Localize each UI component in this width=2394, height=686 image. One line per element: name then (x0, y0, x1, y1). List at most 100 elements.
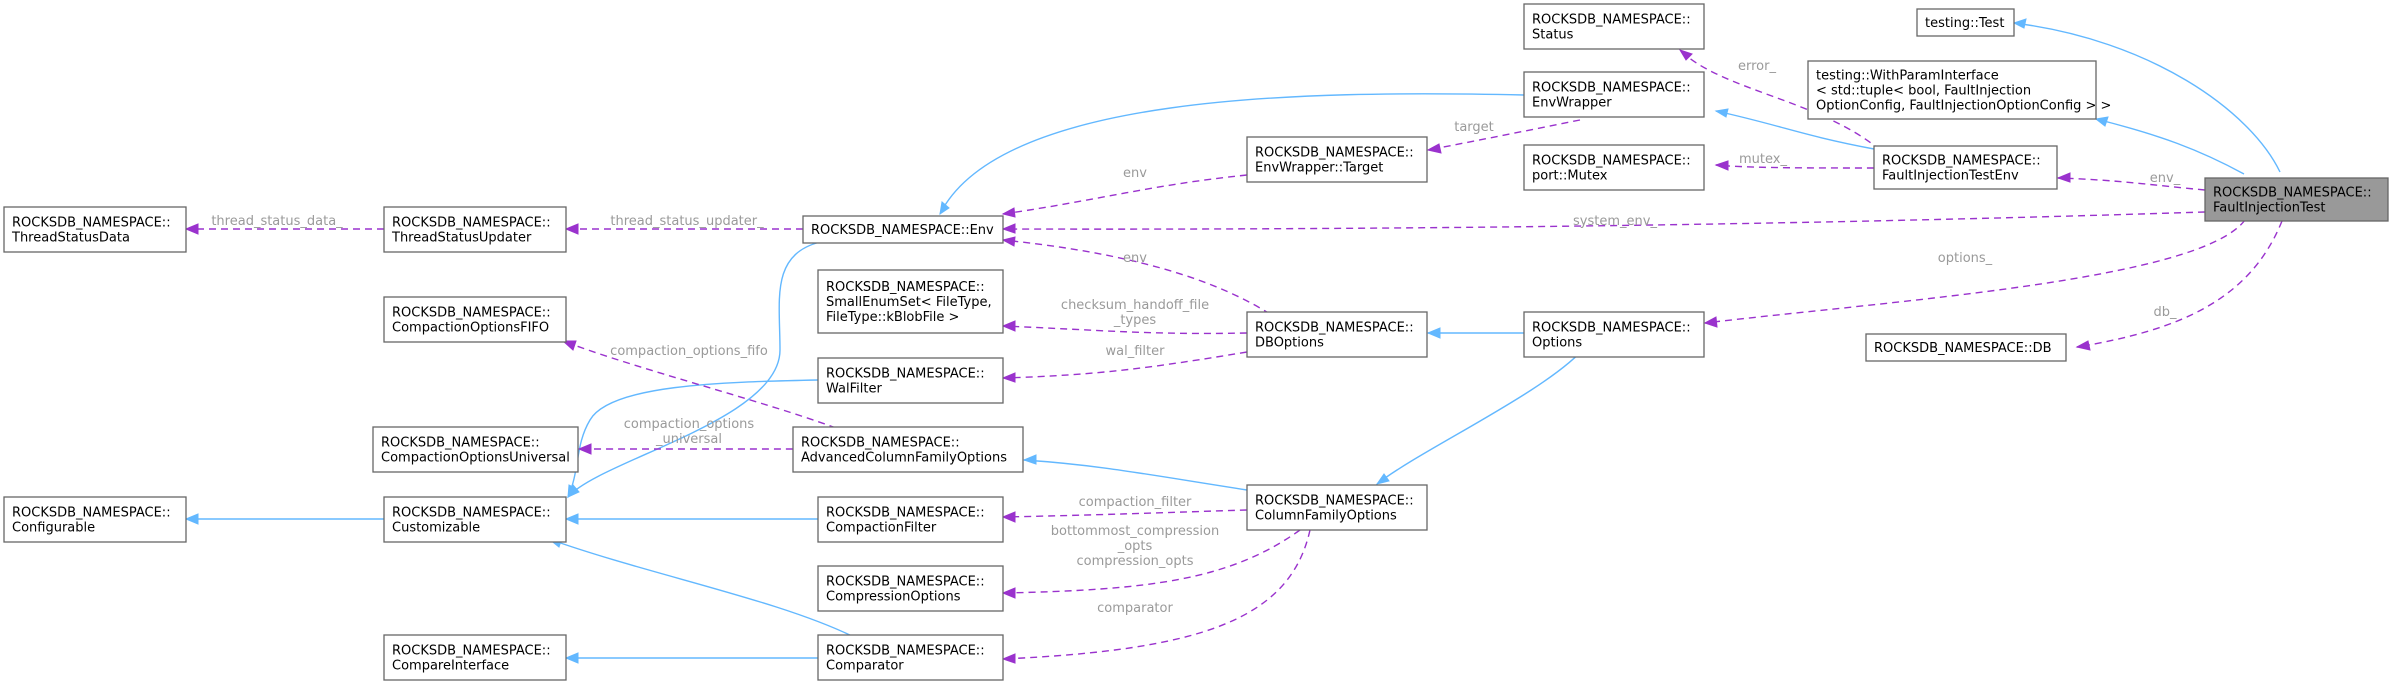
class-name-line: EnvWrapper (1532, 96, 1612, 111)
class-name-line: Configurable (12, 521, 95, 536)
inheritance-edge-cfo-acfo (1022, 454, 1248, 491)
class-name-line: FaultInjectionTestEnv (1882, 169, 2019, 184)
class-node-envwrapper[interactable]: ROCKSDB_NAMESPACE::EnvWrapper (1523, 71, 1705, 118)
class-node-withparam[interactable]: testing::WithParamInterface< std::tuple<… (1807, 60, 2111, 120)
class-node-compopts[interactable]: ROCKSDB_NAMESPACE::CompressionOptions (817, 565, 1004, 612)
class-name-line: CompactionOptionsFIFO (392, 321, 549, 336)
class-name-line: CompressionOptions (826, 590, 961, 605)
class-name-line: Options (1532, 336, 1582, 351)
edge-label-options: options_ (1938, 251, 1993, 266)
usage-edge-system-env (1001, 211, 2206, 234)
class-node-cfo[interactable]: ROCKSDB_NAMESPACE::ColumnFamilyOptions (1246, 484, 1428, 531)
class-node-box (817, 634, 1004, 681)
class-node-fi-env[interactable]: ROCKSDB_NAMESPACE::FaultInjectionTestEnv (1873, 145, 2058, 190)
edge-label-env-top: env (1123, 166, 1147, 181)
class-node-status[interactable]: ROCKSDB_NAMESPACE::Status (1523, 3, 1705, 50)
edge-label-comparator: comparator (1097, 601, 1173, 616)
usage-edge-wal-filter (1001, 351, 1248, 383)
class-name-line: ROCKSDB_NAMESPACE:: (826, 506, 985, 521)
class-name-line: ROCKSDB_NAMESPACE:: (826, 280, 985, 295)
inheritance-edge-customizable-compfilter (564, 513, 818, 525)
class-node-couniversal[interactable]: ROCKSDB_NAMESPACE::CompactionOptionsUniv… (372, 426, 579, 473)
usage-edge-bottommost (1001, 529, 1301, 599)
class-name-line: ROCKSDB_NAMESPACE:: (392, 506, 551, 521)
class-node-db[interactable]: ROCKSDB_NAMESPACE::DB (1865, 333, 2067, 362)
class-name-line: SmallEnumSet< FileType, (826, 295, 992, 310)
class-node-tsu[interactable]: ROCKSDB_NAMESPACE::ThreadStatusUpdater (383, 206, 567, 253)
inheritance-edge-envwrapper (1714, 108, 1875, 150)
class-node-smallenum[interactable]: ROCKSDB_NAMESPACE::SmallEnumSet< FileTyp… (817, 269, 1004, 334)
class-node-box (383, 496, 567, 543)
class-node-env[interactable]: ROCKSDB_NAMESPACE::Env (802, 215, 1004, 244)
usage-edge-thread-status-data (184, 223, 384, 235)
class-node-testing-test[interactable]: testing::Test (1916, 8, 2015, 37)
class-name-line: ROCKSDB_NAMESPACE:: (12, 506, 171, 521)
edge-label-cofifo: compaction_options_fifo (610, 344, 768, 359)
usage-edge-couniversal (577, 443, 793, 455)
usage-edge-env-top (1001, 174, 1248, 218)
edge-label-thread-status-updater: thread_status_updater_ (610, 214, 764, 229)
class-name-line: CompareInterface (392, 659, 509, 674)
inheritance-edge-options-dboptions (1426, 327, 1524, 339)
class-node-acfo[interactable]: ROCKSDB_NAMESPACE::AdvancedColumnFamilyO… (792, 426, 1024, 473)
class-node-tsd[interactable]: ROCKSDB_NAMESPACE::ThreadStatusData (3, 206, 187, 253)
class-node-mutex[interactable]: ROCKSDB_NAMESPACE::port::Mutex (1523, 144, 1705, 191)
class-name-line: ROCKSDB_NAMESPACE:: (1882, 154, 2041, 169)
class-node-box (1865, 333, 2067, 362)
usage-edge-cofifo (561, 340, 837, 429)
inheritance-edge-withparam (2094, 116, 2245, 175)
class-name-line: ROCKSDB_NAMESPACE:: (392, 644, 551, 659)
class-node-box (1523, 311, 1705, 358)
class-node-options[interactable]: ROCKSDB_NAMESPACE::Options (1523, 311, 1705, 358)
class-node-box (792, 426, 1024, 473)
class-node-box (802, 215, 1004, 244)
class-node-cofifo[interactable]: ROCKSDB_NAMESPACE::CompactionOptionsFIFO (383, 296, 567, 343)
class-node-box (1246, 484, 1428, 531)
usage-edge-options (1703, 219, 2246, 328)
usage-edge-compaction-filter (1001, 509, 1248, 523)
class-node-box (817, 565, 1004, 612)
edge-label-checksum: checksum_handoff_file (1061, 298, 1209, 313)
class-node-fit[interactable]: ROCKSDB_NAMESPACE::FaultInjectionTest (2204, 177, 2389, 222)
class-node-customizable[interactable]: ROCKSDB_NAMESPACE::Customizable (383, 496, 567, 543)
class-name-line: DBOptions (1255, 336, 1324, 351)
class-node-walfilter[interactable]: ROCKSDB_NAMESPACE::WalFilter (817, 357, 1004, 404)
inheritance-edge-customizable-env (567, 241, 821, 498)
inheritance-edge-cfo-options (1375, 345, 1587, 485)
edge-label-target: target (1454, 120, 1494, 135)
class-node-box (2204, 177, 2389, 222)
class-node-target[interactable]: ROCKSDB_NAMESPACE::EnvWrapper::Target (1246, 136, 1428, 183)
class-node-configurable[interactable]: ROCKSDB_NAMESPACE::Configurable (3, 496, 187, 543)
class-name-line: ROCKSDB_NAMESPACE:: (2213, 186, 2372, 201)
class-node-box (372, 426, 579, 473)
class-node-comparator[interactable]: ROCKSDB_NAMESPACE::Comparator (817, 634, 1004, 681)
usage-edge-checksum (1001, 320, 1248, 335)
class-node-box (1916, 8, 2015, 37)
class-name-line: FileType::kBlobFile > (826, 310, 959, 325)
class-node-box (1523, 3, 1705, 50)
class-node-compareif[interactable]: ROCKSDB_NAMESPACE::CompareInterface (383, 634, 567, 681)
edge-label-wal-filter: wal_filter (1106, 344, 1166, 359)
inheritance-edge-configurable (184, 513, 384, 525)
class-name-line: ROCKSDB_NAMESPACE:: (826, 367, 985, 382)
usage-edge-target (1426, 119, 1581, 154)
class-node-box (817, 269, 1004, 334)
edge-label-thread-status-data: thread_status_data_ (211, 214, 343, 229)
edge-label-checksum: _types (1113, 313, 1157, 328)
class-name-line: ROCKSDB_NAMESPACE:: (1532, 13, 1691, 28)
usage-edge-env-dbopts (1001, 236, 1271, 315)
edge-label-bottommost: compression_opts (1077, 554, 1194, 569)
inheritance-edge-testing-test (2012, 18, 2281, 173)
class-name-line: testing::Test (1925, 16, 2004, 31)
class-node-box (383, 206, 567, 253)
class-name-line: port::Mutex (1532, 169, 1608, 184)
class-name-line: ROCKSDB_NAMESPACE:: (12, 216, 171, 231)
class-name-line: < std::tuple< bool, FaultInjection (1816, 84, 2031, 99)
class-name-line: ThreadStatusData (11, 231, 130, 246)
edge-label-bottommost: bottommost_compression (1051, 524, 1219, 539)
class-name-line: ROCKSDB_NAMESPACE:: (1532, 321, 1691, 336)
inheritance-edge-customizable-comparator (547, 537, 857, 639)
class-node-compfilter[interactable]: ROCKSDB_NAMESPACE::CompactionFilter (817, 496, 1004, 543)
class-node-box (1246, 136, 1428, 183)
class-node-dboptions[interactable]: ROCKSDB_NAMESPACE::DBOptions (1246, 311, 1428, 358)
